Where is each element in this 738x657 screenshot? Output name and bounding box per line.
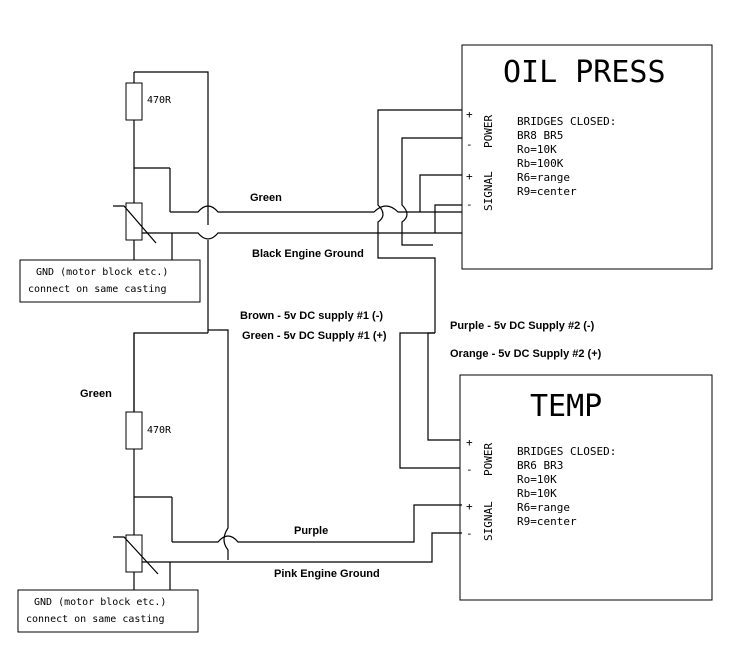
label-purple-signal: Purple	[294, 525, 328, 537]
label-green-supply1: Green - 5v DC Supply #1 (+)	[242, 330, 387, 342]
label-pink-ground: Pink Engine Ground	[274, 568, 380, 580]
temp-signal-label: SIGNAL	[482, 501, 495, 541]
oil-press-box	[461, 44, 713, 270]
oil-power-minus: -	[466, 138, 473, 151]
temp-title: TEMP	[530, 389, 602, 424]
gnd-bottom-line2: connect on same casting	[26, 614, 164, 625]
oil-bridge-line: R6=range	[517, 171, 570, 184]
temp-bridge-line: BR6 BR3	[517, 459, 563, 472]
gnd-bottom-line1: GND (motor block etc.)	[34, 597, 166, 608]
temp-box	[459, 374, 713, 601]
oil-power-plus: +	[466, 108, 473, 121]
oil-bridge-line: Rb=100K	[517, 157, 564, 170]
temp-bridge-line: Rb=10K	[517, 487, 557, 500]
label-green-left: Green	[80, 388, 112, 400]
oil-signal-plus: +	[466, 170, 473, 183]
supply1-bus-left	[133, 332, 208, 412]
temp-power-label: POWER	[482, 443, 495, 476]
oil-signal-minus: -	[466, 198, 473, 211]
temp-power-minus: -	[466, 463, 473, 476]
oil-bridges-header: BRIDGES CLOSED:	[517, 115, 616, 128]
resistor-bottom-label: 470R	[147, 425, 172, 436]
green-signal-wire-top	[170, 205, 462, 213]
oil-signal-label: SIGNAL	[482, 171, 495, 211]
temp-bridges-header: BRIDGES CLOSED:	[517, 445, 616, 458]
black-ground-wire	[172, 232, 462, 240]
oil-signal-plus-lead	[419, 174, 462, 212]
gnd-box-top	[19, 259, 201, 303]
supply2-plus-bus	[427, 332, 460, 441]
sender-top	[125, 202, 143, 241]
oil-bridge-line: Ro=10K	[517, 143, 557, 156]
bottom-sensor-circuit	[113, 333, 173, 592]
temp-bridge-line: R9=center	[517, 515, 577, 528]
temp-signal-minus: -	[466, 527, 473, 540]
oil-bridge-line: R9=center	[517, 185, 577, 198]
supply1-bus-right	[218, 329, 229, 560]
oil-bridge-line: BR8 BR5	[517, 129, 563, 142]
gnd-top-line1: GND (motor block etc.)	[36, 267, 168, 278]
label-orange-supply2: Orange - 5v DC Supply #2 (+)	[450, 348, 602, 360]
oil-power-plus-lead	[377, 109, 462, 333]
pink-ground-wire	[170, 532, 462, 563]
gnd-top-line2: connect on same casting	[28, 284, 166, 295]
resistor-top	[125, 82, 143, 121]
temp-bridge-line: R6=range	[517, 501, 570, 514]
label-green-top: Green	[250, 192, 282, 204]
supply2-minus-bus	[399, 332, 460, 469]
oil-power-label: POWER	[482, 115, 495, 148]
temp-power-plus: +	[466, 436, 473, 449]
gnd-box-bottom	[17, 589, 199, 633]
resistor-bottom	[125, 411, 143, 450]
purple-signal-wire	[172, 504, 462, 543]
top-sensor-circuit	[113, 71, 209, 333]
temp-bridge-line: Ro=10K	[517, 473, 557, 486]
temp-signal-plus: +	[466, 500, 473, 513]
oil-press-title: OIL PRESS	[503, 55, 666, 90]
oil-signal-minus-lead	[434, 204, 462, 233]
label-purple-supply2: Purple - 5v DC Supply #2 (-)	[450, 320, 595, 332]
label-black-ground: Black Engine Ground	[252, 248, 364, 260]
label-brown-supply1: Brown - 5v DC supply #1 (-)	[240, 310, 383, 322]
resistor-top-label: 470R	[147, 95, 172, 106]
oil-power-minus-lead	[401, 137, 462, 246]
